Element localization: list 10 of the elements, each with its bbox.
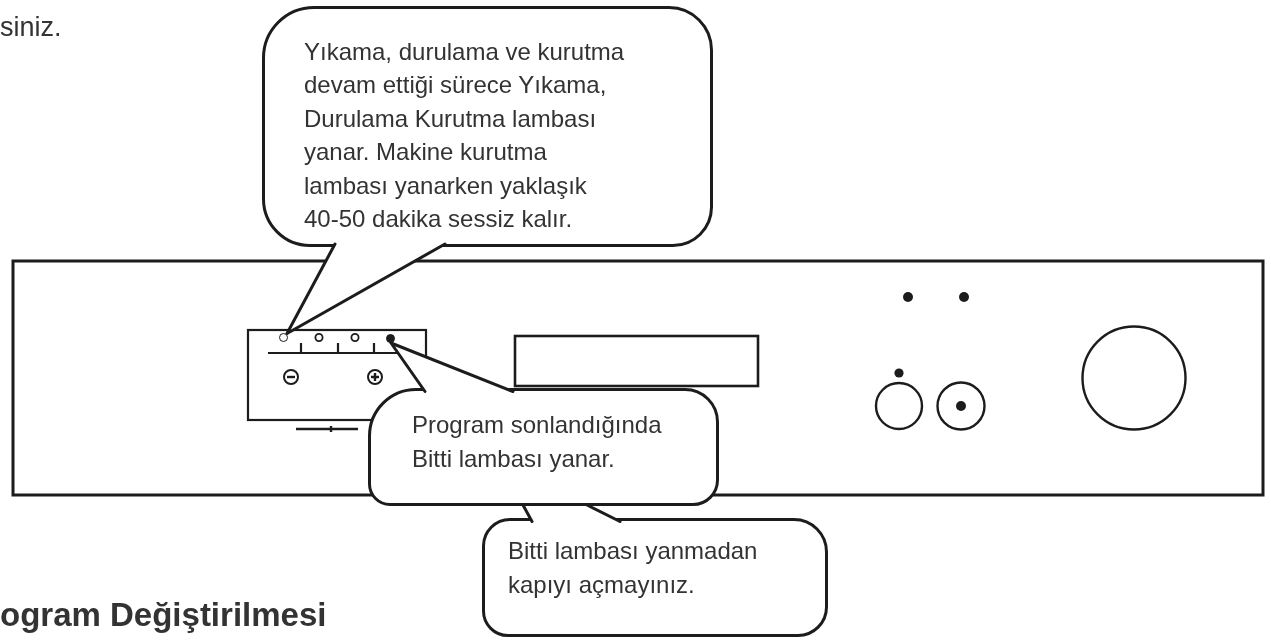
callout-text: Yıkama, durulama ve kurutma devam ettiği sürece Yıkama, Durulama Kurutma lambası yanar. Makine kurutma lambası yanarken yaklaşık 40-50 dakika sessiz kalır. bbox=[304, 37, 626, 235]
indicator-lamp bbox=[279, 333, 288, 342]
callout-text: Bitti lambası yanmadan kapıyı açmayınız. bbox=[508, 536, 759, 600]
callout-pointer bbox=[521, 503, 622, 523]
indicator-lamp bbox=[386, 334, 395, 343]
body-text: siniz. bbox=[0, 11, 62, 43]
callout-text: Program sonlandığında Bitti lambası yanar. bbox=[412, 410, 663, 474]
section-heading: ogram Değiştirilmesi bbox=[0, 596, 327, 634]
callout-pointer bbox=[389, 341, 515, 393]
callout-pointer bbox=[285, 242, 447, 335]
